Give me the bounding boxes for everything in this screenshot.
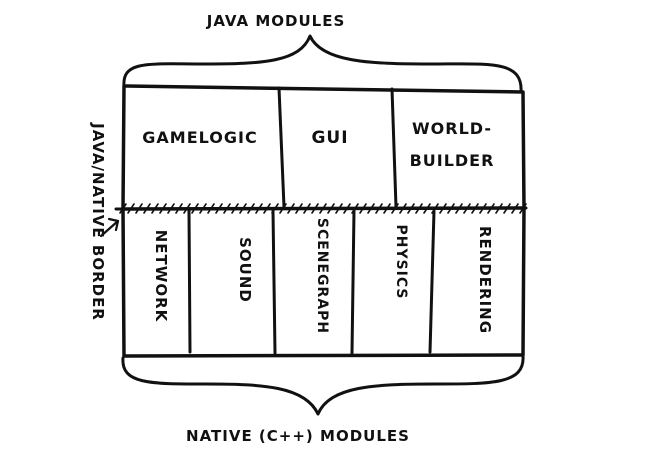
java-native-border	[114, 203, 528, 214]
native-divider-2	[271, 209, 277, 355]
border-arrow-icon	[99, 217, 120, 238]
native-divider-1	[187, 209, 192, 354]
top-brace	[122, 34, 523, 94]
module-worldbuilder-line1: WORLD-	[412, 119, 492, 138]
module-gamelogic: GAMELOGIC	[142, 128, 257, 147]
java-divider-1	[277, 86, 286, 209]
top-label: JAVA MODULES	[206, 12, 346, 30]
native-modules-box	[121, 206, 526, 358]
module-sound: SOUND	[236, 237, 254, 303]
native-divider-4	[428, 209, 436, 354]
native-divider-3	[350, 209, 356, 355]
module-rendering: RENDERING	[476, 226, 494, 334]
module-network: NETWORK	[152, 230, 170, 323]
border-label: JAVA/NATIVE BORDER	[89, 122, 107, 321]
module-scenegraph: SCENEGRAPH	[314, 218, 330, 334]
module-physics: PHYSICS	[393, 224, 409, 299]
bottom-brace	[121, 354, 525, 416]
bottom-label: NATIVE (C++) MODULES	[186, 427, 410, 445]
module-worldbuilder-line2: BUILDER	[410, 151, 495, 170]
java-divider-2	[390, 87, 398, 209]
module-gui: GUI	[311, 128, 348, 148]
